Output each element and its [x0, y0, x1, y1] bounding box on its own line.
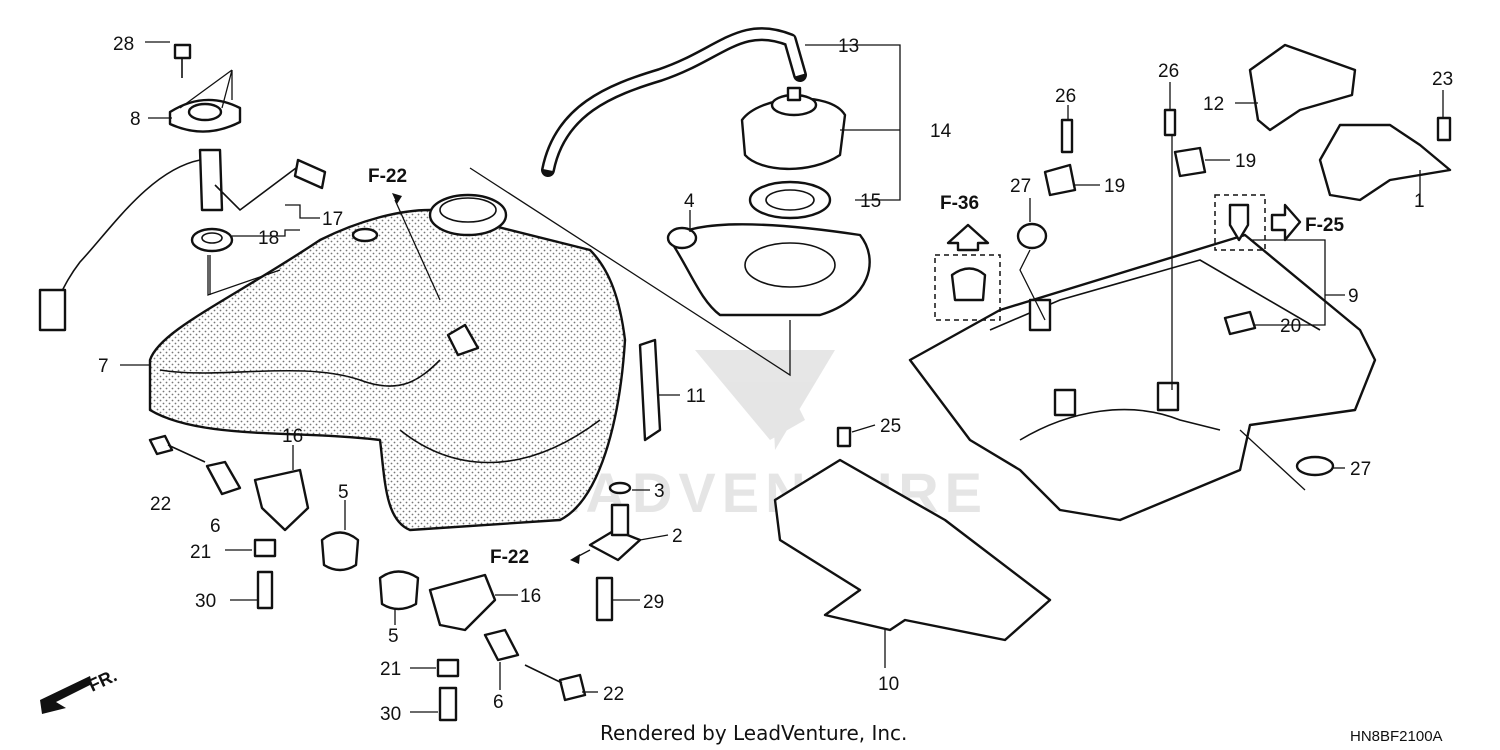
ref-box-f36 — [934, 254, 1001, 321]
nut-21-lower — [436, 658, 460, 678]
bolt-30-lower — [438, 686, 458, 722]
callout-6-lower[interactable]: 6 — [493, 692, 504, 713]
clamp-19a — [1043, 163, 1077, 197]
callout-27-upper[interactable]: 27 — [1010, 176, 1031, 197]
callout-5-upper[interactable]: 5 — [338, 482, 349, 503]
collar-6-upper — [205, 460, 242, 496]
watermark-logo — [695, 350, 835, 450]
collar-6-lower — [483, 628, 520, 662]
fuel-pump-body — [198, 148, 224, 212]
callout-28[interactable]: 28 — [113, 34, 134, 55]
callout-15[interactable]: 15 — [860, 191, 881, 212]
leader-lines — [120, 41, 1444, 713]
callout-19-right[interactable]: 19 — [1235, 151, 1256, 172]
clamp-19b — [1173, 146, 1207, 178]
tank-label — [446, 323, 480, 357]
callout-8[interactable]: 8 — [130, 109, 141, 130]
grommet-27a — [1016, 222, 1048, 250]
ref-f22-mid[interactable]: F-22 — [490, 547, 529, 568]
nut-21-upper — [253, 538, 277, 558]
callout-22-upper[interactable]: 22 — [150, 494, 171, 515]
fuel-tank[interactable] — [148, 193, 627, 532]
callout-18[interactable]: 18 — [258, 228, 279, 249]
bolt-29 — [595, 576, 614, 622]
grommet-27b — [1295, 455, 1335, 477]
footer-credit: Rendered by LeadVenture, Inc. — [600, 721, 907, 745]
pad-20 — [1223, 310, 1257, 336]
callout-1[interactable]: 1 — [1414, 191, 1425, 212]
ref-f36[interactable]: F-36 — [940, 193, 979, 214]
callout-4[interactable]: 4 — [684, 191, 695, 212]
callout-16-upper[interactable]: 16 — [282, 426, 303, 447]
clip-23 — [1436, 116, 1452, 142]
front-arrow-icon — [40, 676, 92, 714]
bolt-28 — [173, 43, 192, 60]
stay-12 — [1248, 43, 1357, 132]
callout-26-left[interactable]: 26 — [1055, 86, 1076, 107]
callout-3[interactable]: 3 — [654, 481, 665, 502]
callout-13[interactable]: 13 — [838, 36, 859, 57]
rubber-5-upper — [320, 531, 360, 572]
callout-5-lower[interactable]: 5 — [388, 626, 399, 647]
filler-cap-seat-4 — [668, 223, 871, 317]
washer-3 — [608, 481, 632, 495]
bolt-22-lower — [558, 673, 587, 702]
callout-26-right[interactable]: 26 — [1158, 61, 1179, 82]
callout-10[interactable]: 10 — [878, 674, 899, 695]
front-marker: FR. — [40, 665, 120, 714]
callout-29[interactable]: 29 — [643, 592, 664, 613]
callout-30-upper[interactable]: 30 — [195, 591, 216, 612]
ref-f22-top[interactable]: F-22 — [368, 166, 407, 187]
callout-19-left[interactable]: 19 — [1104, 176, 1125, 197]
callout-25[interactable]: 25 — [880, 416, 901, 437]
under-tray-body — [908, 233, 1377, 522]
bracket-16-upper — [253, 468, 310, 532]
gasket-15 — [748, 180, 832, 220]
callout-30-lower[interactable]: 30 — [380, 704, 401, 725]
screw-26b — [1163, 108, 1177, 137]
ref-box-f25 — [1214, 194, 1266, 251]
callout-6-upper[interactable]: 6 — [210, 516, 221, 537]
callout-9[interactable]: 9 — [1348, 286, 1359, 307]
bolt-22-upper — [148, 434, 174, 456]
fuel-float — [293, 158, 327, 190]
rubber-5-lower — [378, 570, 420, 611]
seal-18 — [190, 227, 234, 253]
bolt-30-upper — [256, 570, 274, 610]
under-tray-9[interactable] — [908, 233, 1377, 522]
callout-21-lower[interactable]: 21 — [380, 659, 401, 680]
callout-12[interactable]: 12 — [1203, 94, 1224, 115]
callout-17[interactable]: 17 — [322, 209, 343, 230]
clip-25 — [836, 426, 852, 448]
tank-filler-neck — [428, 193, 508, 237]
pump-connector — [38, 288, 67, 332]
ref-f25[interactable]: F-25 — [1305, 215, 1345, 236]
fuel-cap-assembly[interactable] — [541, 27, 871, 317]
callout-16-lower[interactable]: 16 — [520, 586, 541, 607]
undercover-plate-10 — [773, 458, 1052, 642]
callout-11[interactable]: 11 — [686, 386, 706, 407]
callout-23[interactable]: 23 — [1432, 69, 1453, 90]
callout-22-lower[interactable]: 22 — [603, 684, 624, 705]
arrow-up-f36 — [946, 223, 990, 252]
screw-26a — [1060, 118, 1074, 154]
right-small-parts[interactable] — [1016, 43, 1452, 477]
tube-11 — [638, 338, 662, 442]
callout-2[interactable]: 2 — [672, 526, 683, 547]
callout-27-lower[interactable]: 27 — [1350, 459, 1371, 480]
callout-20[interactable]: 20 — [1280, 316, 1301, 337]
holder-1 — [1318, 123, 1452, 202]
mounting-hardware[interactable] — [148, 434, 587, 722]
callout-14[interactable]: 14 — [930, 121, 952, 142]
callout-labels: 28 8 17 18 7 22 6 16 5 21 30 5 16 21 6 3… — [98, 34, 1453, 725]
diagram-code: HN8BF2100A — [1350, 728, 1443, 745]
fuel-valve-group[interactable] — [588, 481, 642, 622]
callout-21-upper[interactable]: 21 — [190, 542, 211, 563]
callout-7[interactable]: 7 — [98, 356, 109, 377]
fuel-tank-body — [148, 208, 627, 532]
bracket-16-lower — [428, 573, 497, 632]
arrow-right-f25 — [1270, 203, 1302, 242]
front-label: FR. — [85, 665, 120, 695]
